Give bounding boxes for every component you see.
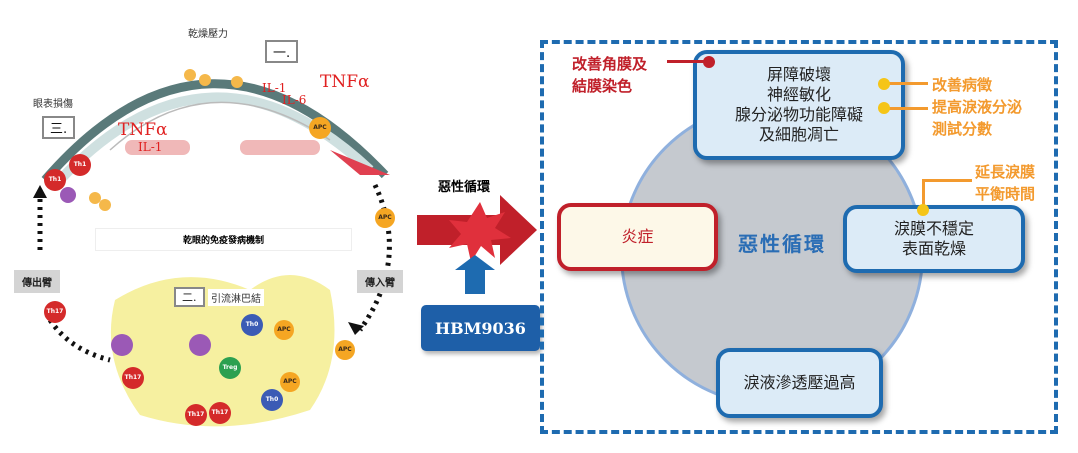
red-dot — [703, 56, 715, 68]
hyperosmolarity-box: 淚液滲透壓過高 — [716, 348, 883, 418]
th1-cell-label: Th1 — [48, 176, 62, 183]
hyperosmolarity-label: 淚液滲透壓過高 — [743, 373, 856, 392]
inflammation-label: 炎症 — [621, 227, 654, 246]
diagram-title: 乾眼的免疫發病機制 — [95, 228, 352, 251]
note-line: 測試分數 — [932, 120, 993, 138]
orange-connector-2 — [886, 107, 928, 110]
afferent-arm-label: 傳入臂 — [357, 270, 403, 293]
th17-cell-label: Th17 — [124, 374, 142, 381]
th17-cell-label: Th17 — [187, 411, 205, 418]
inflammation-box: 炎症 — [557, 203, 718, 271]
step-2-marker: 二. — [174, 287, 205, 307]
box-line: 淚膜不穩定 — [893, 219, 974, 238]
step-1-marker: 一. — [265, 40, 299, 63]
apc-cell-label: APC — [338, 346, 352, 353]
note-line: 平衡時間 — [975, 185, 1036, 203]
box-line: 表面乾燥 — [901, 239, 966, 258]
note-line: 延長淚膜 — [975, 163, 1036, 181]
cycle-center-label: 惡性循環 — [738, 232, 826, 256]
box-line: 及細胞凋亡 — [758, 125, 839, 144]
efferent-arm-label: 傳出臂 — [14, 270, 60, 293]
tear-breakup-note: 延長淚膜 平衡時間 — [975, 161, 1035, 205]
red-connector — [667, 60, 709, 63]
th17-cell-label: Th17 — [211, 409, 229, 416]
orange-connector-1 — [886, 82, 928, 85]
dry-stress-label: 乾燥壓力 — [185, 24, 231, 41]
yellow-dot — [878, 102, 890, 114]
blue-up-arrow-icon — [455, 255, 495, 294]
tnf-alpha-left: TNFα — [118, 120, 168, 140]
immune-mechanism-diagram: APC APC APC APC APC Th1 Th1 Th17 Th17 Th… — [0, 0, 420, 453]
treg-cell-label: Treg — [222, 364, 238, 371]
hbm9036-button[interactable]: HBM9036 — [421, 305, 540, 351]
note-line: 改善角膜及 — [572, 55, 648, 73]
box-line: 腺分泌物功能障礙 — [734, 105, 863, 124]
orange-connector-3 — [922, 179, 972, 182]
il6-right: IL-6 — [282, 93, 307, 107]
tear-film-instability-box: 淚膜不穩定表面乾燥 — [843, 205, 1025, 273]
box-line: 神經敏化 — [766, 85, 831, 104]
th1-cell-label: Th1 — [73, 161, 87, 168]
dotted-cycle-path — [37, 183, 392, 363]
immune-illustration — [33, 69, 395, 427]
box-line: 屏障破壞 — [766, 65, 831, 84]
th0-cell-label: Th0 — [265, 396, 279, 403]
note-line: 改善病徵 — [932, 76, 993, 94]
arrow-group — [417, 195, 537, 294]
symptom-note: 改善病徵 提高淚液分泌 測試分數 — [932, 74, 1022, 140]
yellow-dot — [917, 204, 929, 216]
tnf-alpha-right: TNFα — [320, 72, 370, 92]
vicious-cycle-label: 惡性循環 — [438, 180, 491, 195]
lymph-node-label: 引流淋巴結 — [208, 289, 264, 306]
immune-cells — [44, 69, 395, 426]
yellow-dot — [878, 78, 890, 90]
apc-cell-label: APC — [277, 326, 291, 333]
barrier-damage-box: 屏障破壞 神經敏化 腺分泌物功能障礙 及細胞凋亡 — [693, 50, 905, 160]
vicious-cycle-panel — [540, 40, 1058, 434]
apc-cell-label: APC — [313, 124, 327, 131]
ocular-damage-label: 眼表損傷 — [30, 94, 76, 111]
il1-right: IL-1 — [262, 81, 287, 95]
note-line: 提高淚液分泌 — [932, 98, 1023, 116]
il1-left: IL-1 — [138, 140, 163, 154]
burst-icon — [449, 202, 511, 262]
step-3-marker: 三. — [42, 116, 76, 139]
orange-connector-3-vertical — [922, 179, 925, 209]
apc-cell-label: APC — [378, 214, 392, 221]
th17-cell-label: Th17 — [46, 308, 64, 315]
corneal-staining-note: 改善角膜及 結膜染色 — [572, 53, 647, 97]
th0-cell-label: Th0 — [245, 321, 259, 328]
apc-cell-label: APC — [283, 378, 297, 385]
note-line: 結膜染色 — [572, 77, 633, 95]
